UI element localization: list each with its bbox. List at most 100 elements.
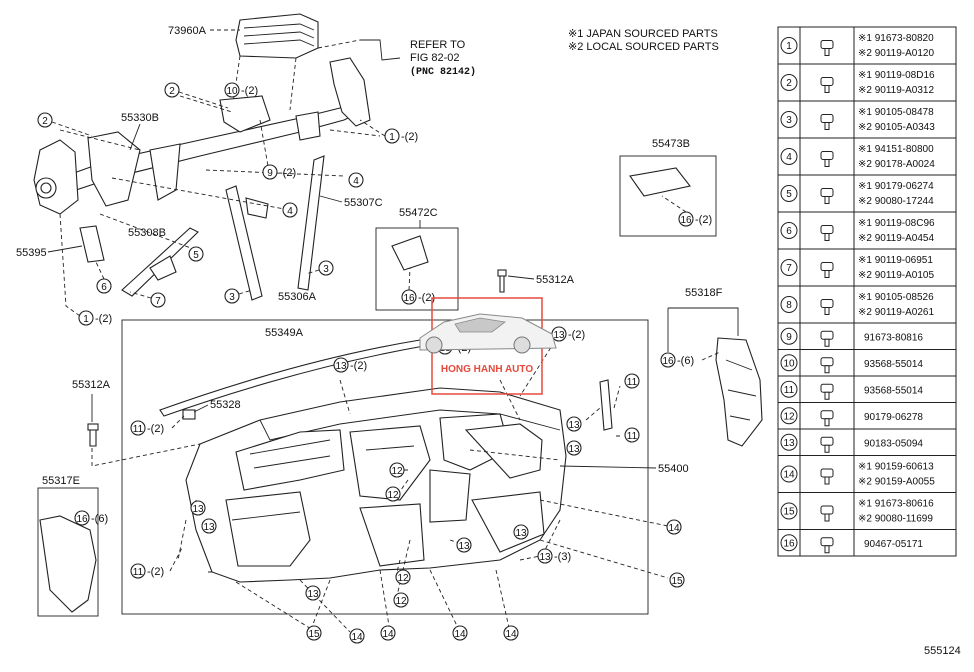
svg-text:9: 9	[267, 168, 273, 179]
svg-text:1: 1	[389, 132, 395, 143]
parts-table-row: 4 ※1 94151-80800 ※2 90178-A0024	[778, 137, 956, 170]
fastener-icon	[820, 410, 834, 427]
fastener-icon	[820, 262, 834, 278]
svg-text:13: 13	[515, 528, 527, 539]
part-number-japan: ※1 90119-06951	[858, 255, 933, 266]
callout-13-h: 13	[513, 524, 529, 540]
part-number-japan: ※1 91673-80616	[858, 499, 934, 510]
label-73960A: 73960A	[168, 25, 207, 37]
callout-14-e: 14	[503, 625, 519, 641]
instrument-panel-reinforcement	[33, 57, 371, 215]
row-number-circle	[780, 465, 798, 483]
svg-text:5: 5	[193, 250, 199, 261]
refer-line-2: FIG 82-02	[410, 52, 460, 64]
row-number: 4	[786, 152, 792, 163]
svg-text:16: 16	[662, 356, 674, 367]
svg-text:13: 13	[553, 330, 565, 341]
trim-strip	[599, 379, 613, 431]
callout-13-e: 13	[566, 440, 582, 456]
callout-6: 6	[96, 278, 112, 294]
svg-text:14: 14	[351, 632, 363, 643]
parts-table-row: 11 93568-55014	[778, 375, 956, 400]
fastener-icon	[820, 436, 834, 453]
part-number-local: ※2 90119-A0105	[858, 270, 934, 281]
callout-12-b: 12	[385, 486, 401, 502]
cover-55472C	[391, 235, 429, 271]
clip-55312A-left	[87, 423, 99, 447]
row-number-circle	[780, 327, 798, 345]
svg-text:12: 12	[395, 596, 407, 607]
parts-table-row: 14※1 90159-60613※2 90159-A0055	[778, 455, 956, 488]
svg-text:3: 3	[229, 292, 235, 303]
fastener-icon	[820, 225, 834, 241]
callout-12-a: 12	[389, 462, 405, 478]
part-number: 93568-55014	[864, 359, 923, 370]
row-number-circle	[780, 74, 798, 91]
part-number-local: ※2 90159-A0055	[858, 477, 935, 488]
part-number-local: ※2 90178-A0024	[858, 159, 935, 170]
row-number: 5	[786, 189, 792, 200]
callout-4-b: 4	[282, 202, 298, 218]
part-number-japan: ※1 90105-08526	[858, 292, 934, 303]
part-number-japan: ※1 90179-06274	[858, 181, 934, 192]
svg-text:7: 7	[155, 296, 161, 307]
side-cover-55317E	[39, 515, 97, 613]
svg-text:14: 14	[454, 629, 466, 640]
row-number: 1	[786, 41, 792, 52]
bracket-55308B	[121, 227, 199, 297]
callout-13-k: 13	[305, 585, 321, 601]
label-55306A: 55306A	[278, 291, 317, 303]
fastener-icon	[820, 505, 834, 522]
row-number-circle	[780, 433, 798, 451]
row-number-circle	[780, 37, 798, 54]
callout-13-b-qty: -(2)	[568, 329, 585, 341]
callout-14-b: 14	[349, 628, 365, 644]
callout-13-g: 13	[201, 518, 217, 534]
row-number: 11	[784, 385, 795, 396]
svg-text:11: 11	[133, 424, 144, 435]
callout-16-a: 16	[401, 289, 417, 305]
callout-7: 7	[150, 292, 166, 308]
part-number-local: ※2 90119-A0312	[858, 85, 934, 96]
callout-9: 9	[262, 164, 278, 180]
callout-16-b-qty: -(2)	[695, 214, 712, 226]
label-55307C: 55307C	[344, 197, 383, 209]
fastener-icon	[820, 357, 834, 374]
svg-text:16: 16	[680, 215, 692, 226]
callout-16-c-qty: -(6)	[677, 355, 694, 367]
brace-55307C	[297, 155, 325, 291]
svg-text:4: 4	[287, 206, 293, 217]
label-55400: 55400	[658, 463, 689, 475]
parts-table-row: 7※1 90119-06951※2 90119-A0105	[778, 248, 956, 281]
callout-13-d: 13	[566, 416, 582, 432]
box-55472C	[375, 227, 459, 311]
callout-9-qty: -(2)	[279, 167, 296, 179]
callout-12-d: 12	[393, 592, 409, 608]
svg-text:13: 13	[458, 541, 470, 552]
row-number: 6	[786, 226, 792, 237]
svg-text:16: 16	[76, 514, 88, 525]
svg-text:15: 15	[308, 629, 320, 640]
callout-2-b: 2	[37, 112, 53, 128]
callout-14-a: 14	[666, 519, 682, 535]
row-number: 12	[783, 411, 795, 422]
part-number-japan: ※1 94151-80800	[858, 144, 934, 155]
svg-text:11: 11	[133, 567, 144, 578]
bracket-55395	[79, 225, 105, 263]
row-number-circle	[780, 259, 798, 276]
callout-16-d: 16	[74, 510, 90, 526]
svg-text:14: 14	[382, 629, 394, 640]
callout-1-a: 1	[384, 128, 400, 144]
callout-2-a: 2	[164, 82, 180, 98]
clip-55312A-top	[497, 269, 507, 293]
part-number: 93568-55014	[864, 385, 923, 396]
callout-1-a-qty: -(2)	[401, 131, 418, 143]
callout-10: 10	[224, 82, 240, 98]
row-number: 10	[783, 358, 795, 369]
fastener-icon	[820, 299, 834, 315]
callout-11-a: 11	[624, 373, 640, 389]
label-55317E: 55317E	[42, 475, 80, 487]
